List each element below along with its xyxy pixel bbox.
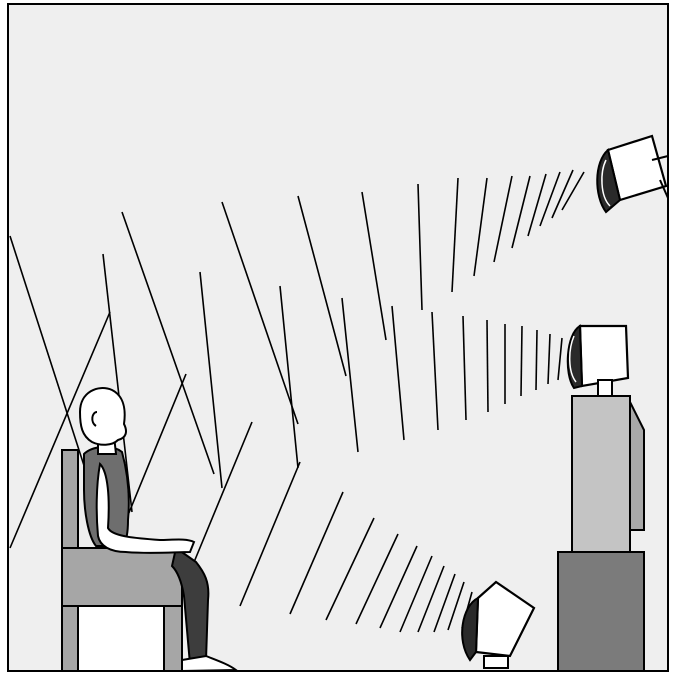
chair-seat xyxy=(62,548,182,606)
person-head xyxy=(80,388,126,445)
pedestal-lower xyxy=(558,552,644,671)
chair-leg xyxy=(164,606,182,671)
chair-front-panel xyxy=(78,606,170,671)
pedestal-upper xyxy=(572,396,630,552)
